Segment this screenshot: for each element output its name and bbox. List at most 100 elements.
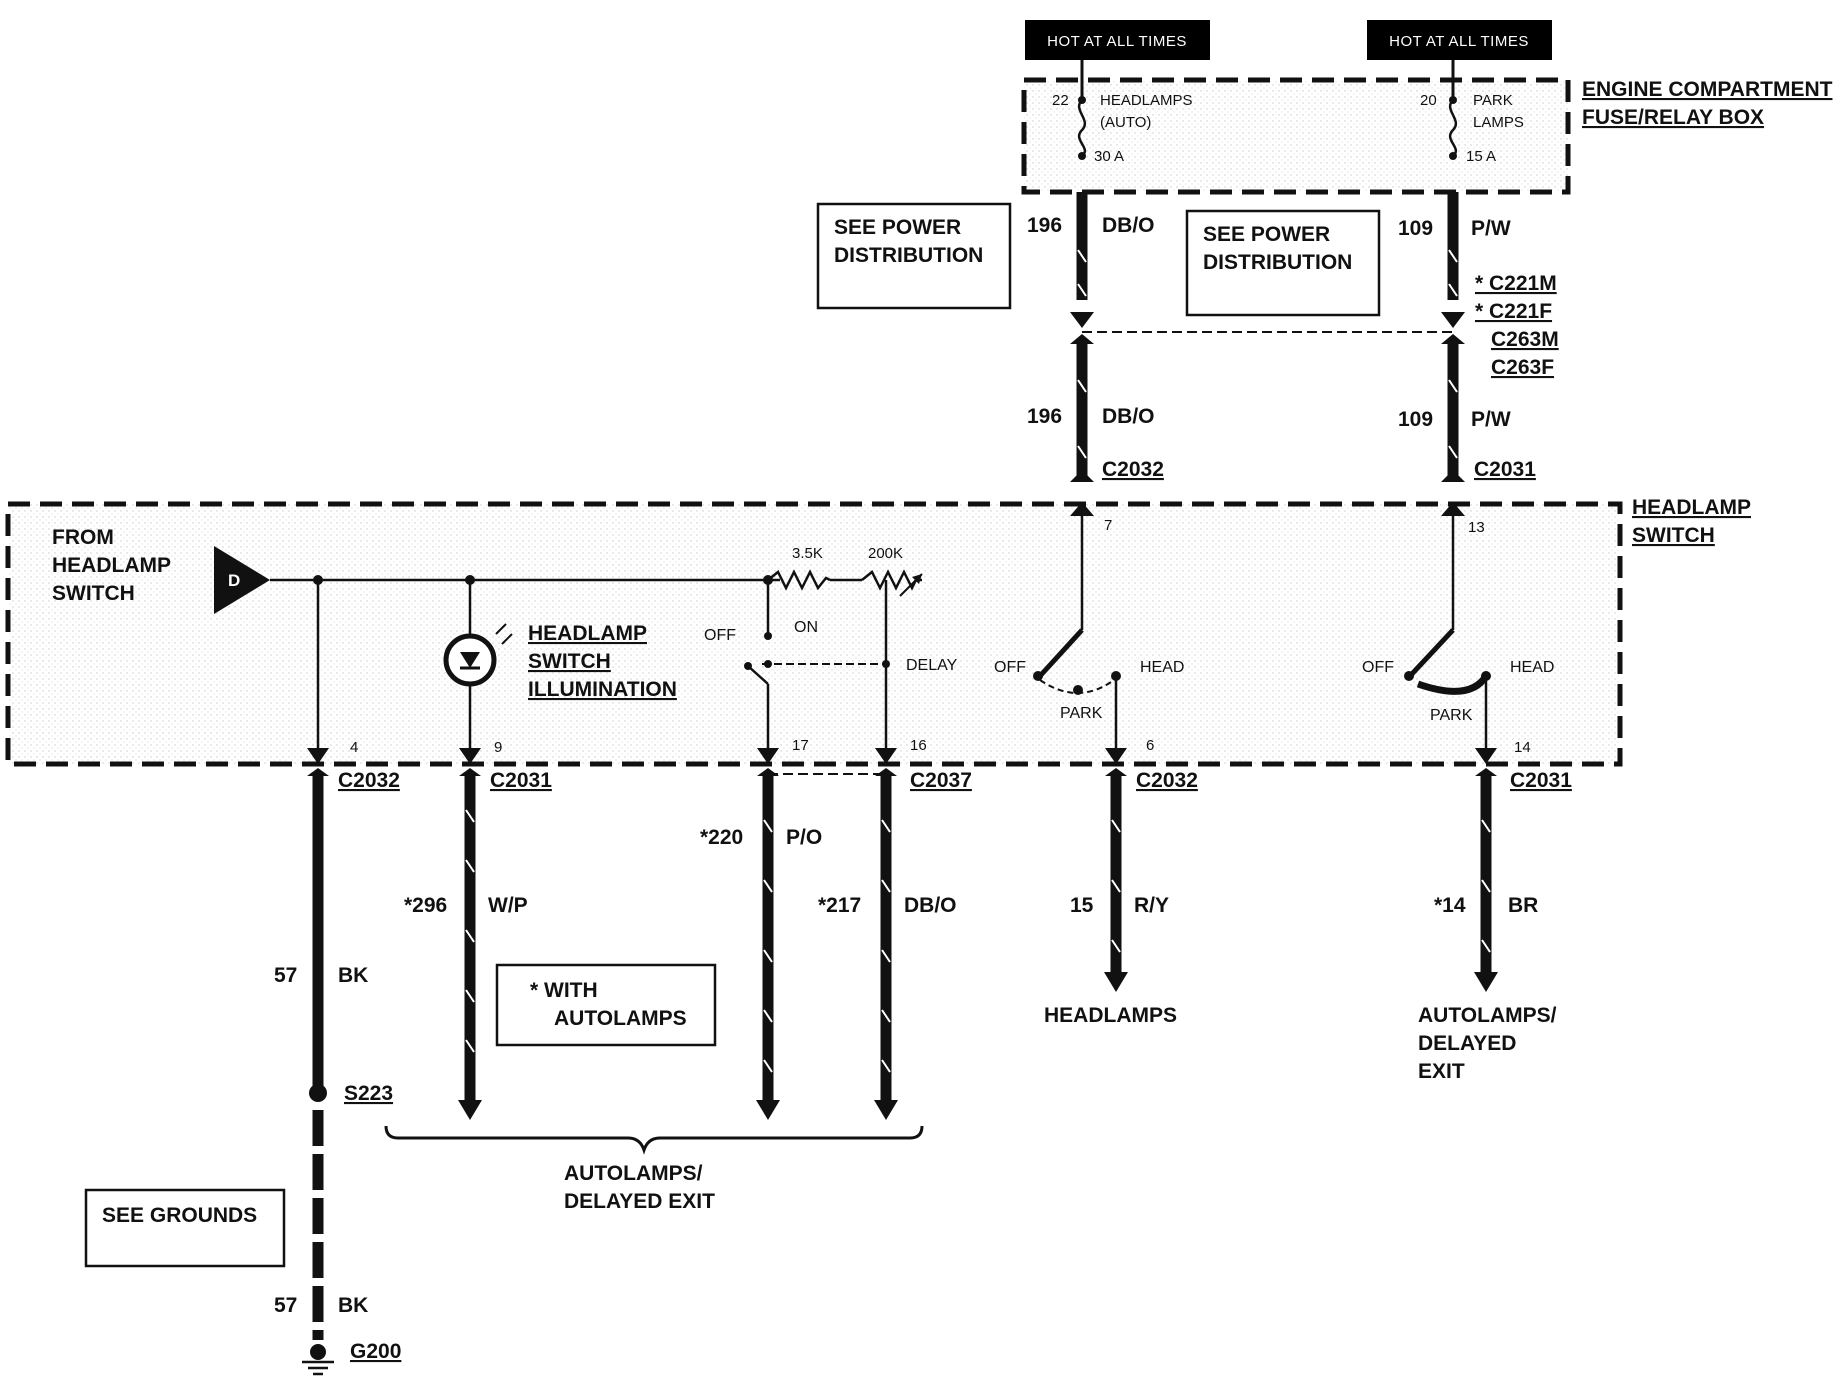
- pin-6-label: 6: [1146, 737, 1154, 754]
- fuse-22-rating: 30 A: [1094, 148, 1124, 165]
- connector-c221m: * C221M: [1475, 272, 1557, 295]
- wire-109-upper: [1441, 192, 1465, 328]
- fuse-20-name-line1: PARK: [1473, 92, 1513, 109]
- pin-14-label: 14: [1514, 739, 1531, 756]
- wire-109-lower: [1441, 334, 1465, 482]
- headlamp-switch-box: [5, 501, 1623, 767]
- wire-196-bottom-circuit: 196: [1027, 405, 1062, 428]
- wire-196-top-color: DB/O: [1102, 214, 1155, 237]
- wire-196-bottom-connector: C2032: [1102, 458, 1164, 481]
- hot-label-left: HOT AT ALL TIMES: [1025, 20, 1210, 60]
- pin-9-drop: [459, 580, 481, 764]
- see-power-left-line1: SEE POWER: [834, 216, 961, 239]
- ground-icon: [302, 1344, 334, 1376]
- headlamps-destination: HEADLAMPS: [1044, 1004, 1177, 1027]
- connector-c2031-pin14: C2031: [1510, 769, 1572, 792]
- see-grounds-text: SEE GROUNDS: [102, 1204, 257, 1227]
- switch-title-line1: HEADLAMP: [1632, 496, 1751, 519]
- fuse-box-title-line1: ENGINE COMPARTMENT: [1582, 78, 1833, 101]
- from-switch-line3: SWITCH: [52, 582, 135, 605]
- selector-off-label: OFF: [704, 627, 736, 644]
- see-power-right-line2: DISTRIBUTION: [1203, 251, 1352, 274]
- autolamps-group-line1: AUTOLAMPS/: [564, 1162, 703, 1185]
- with-autolamps-line2: AUTOLAMPS: [554, 1007, 687, 1030]
- hot-label-right: HOT AT ALL TIMES: [1367, 20, 1552, 60]
- fuse-20-number: 20: [1420, 92, 1437, 109]
- illum-line3: ILLUMINATION: [528, 678, 677, 701]
- switch-title-line2: SWITCH: [1632, 524, 1715, 547]
- d-triangle-symbol: D: [214, 546, 270, 614]
- fuse-box-title-line2: FUSE/RELAY BOX: [1582, 106, 1764, 129]
- from-switch-line1: FROM: [52, 526, 114, 549]
- fuse-relay-box: [1021, 77, 1571, 195]
- connector-c221f: * C221F: [1475, 300, 1552, 323]
- illum-line1: HEADLAMP: [528, 622, 647, 645]
- pin-4-drop: [307, 580, 329, 764]
- autolamps-dest-line1: AUTOLAMPS/: [1418, 1004, 1557, 1027]
- connector-c263m: C263M: [1491, 328, 1559, 351]
- wire-196-upper: [1070, 192, 1094, 328]
- pin-17-label: 17: [792, 737, 809, 754]
- headlamp-selector-switch-1: [1033, 502, 1127, 764]
- connector-c263f: C263F: [1491, 356, 1554, 379]
- wire-14-br: [1474, 768, 1498, 992]
- sw1-off-label: OFF: [994, 659, 1026, 676]
- connector-c2032-pin4: C2032: [338, 769, 400, 792]
- wire-220-color: P/O: [786, 826, 822, 849]
- wire-196-top-circuit: 196: [1027, 214, 1062, 237]
- with-autolamps-line1: * WITH: [530, 979, 598, 1002]
- sw1-head-label: HEAD: [1140, 659, 1184, 676]
- autolamps-group-brace: [384, 1125, 924, 1155]
- wire-109-bottom-color: P/W: [1471, 408, 1511, 431]
- hot-label-left-text: HOT AT ALL TIMES: [1047, 33, 1187, 50]
- with-autolamps-box: * WITH AUTOLAMPS: [495, 963, 717, 1047]
- splice-s223-label: S223: [344, 1082, 393, 1105]
- fuse-22: [1077, 60, 1087, 160]
- wire-15-ry: [1104, 768, 1128, 992]
- wire-15-circuit: 15: [1070, 894, 1094, 917]
- wire-109-top-color: P/W: [1471, 217, 1511, 240]
- wire-296-wp: [458, 768, 482, 1120]
- see-grounds-box: SEE GROUNDS: [84, 1188, 286, 1268]
- wire-220-circuit: *220: [700, 826, 743, 849]
- illum-line2: SWITCH: [528, 650, 611, 673]
- pin-16-label: 16: [910, 737, 927, 754]
- wire-196-bottom-color: DB/O: [1102, 405, 1155, 428]
- splice-s223-dot: [309, 1084, 327, 1102]
- see-power-distribution-box-right: SEE POWER DISTRIBUTION: [1185, 209, 1381, 317]
- headlamp-selector-switch-2: [1404, 502, 1497, 764]
- wire-14-color: BR: [1508, 894, 1538, 917]
- wire-217-circuit: *217: [818, 894, 861, 917]
- pin-4-label: 4: [350, 739, 358, 756]
- connector-c2037: C2037: [910, 769, 972, 792]
- wire-109-bottom-circuit: 109: [1398, 408, 1433, 431]
- selector-delay-label: DELAY: [906, 657, 958, 674]
- wire-217-dbo: [874, 768, 898, 1120]
- pin-13-label: 13: [1468, 519, 1485, 536]
- hot-label-right-text: HOT AT ALL TIMES: [1389, 33, 1529, 50]
- selector-on-label: ON: [794, 619, 818, 636]
- resistor-1-value: 3.5K: [792, 545, 823, 562]
- wire-196-lower: [1070, 334, 1094, 482]
- fuse-20: [1448, 60, 1458, 160]
- fuse-20-name-line2: LAMPS: [1473, 114, 1524, 131]
- d-symbol-text: D: [228, 571, 240, 590]
- fuse-22-name-line2: (AUTO): [1100, 114, 1151, 131]
- resistor-2-value: 200K: [868, 545, 903, 562]
- resistor-200k: [861, 569, 923, 597]
- autolamps-dest-line3: EXIT: [1418, 1060, 1465, 1083]
- fuse-20-rating: 15 A: [1466, 148, 1496, 165]
- wire-296-circuit: *296: [404, 894, 447, 917]
- wire-57b-circuit: 57: [274, 1294, 297, 1317]
- autolamps-dest-line2: DELAYED: [1418, 1032, 1516, 1055]
- see-power-right-line1: SEE POWER: [1203, 223, 1330, 246]
- wire-296-color: W/P: [488, 894, 528, 917]
- wire-217-color: DB/O: [904, 894, 957, 917]
- connector-c2032-pin6: C2032: [1136, 769, 1198, 792]
- autolamp-selector-switch: [744, 580, 884, 764]
- sw2-off-label: OFF: [1362, 659, 1394, 676]
- fuse-22-name-line1: HEADLAMPS: [1100, 92, 1193, 109]
- pin-9-label: 9: [494, 739, 502, 756]
- autolamps-group-line2: DELAYED EXIT: [564, 1190, 715, 1213]
